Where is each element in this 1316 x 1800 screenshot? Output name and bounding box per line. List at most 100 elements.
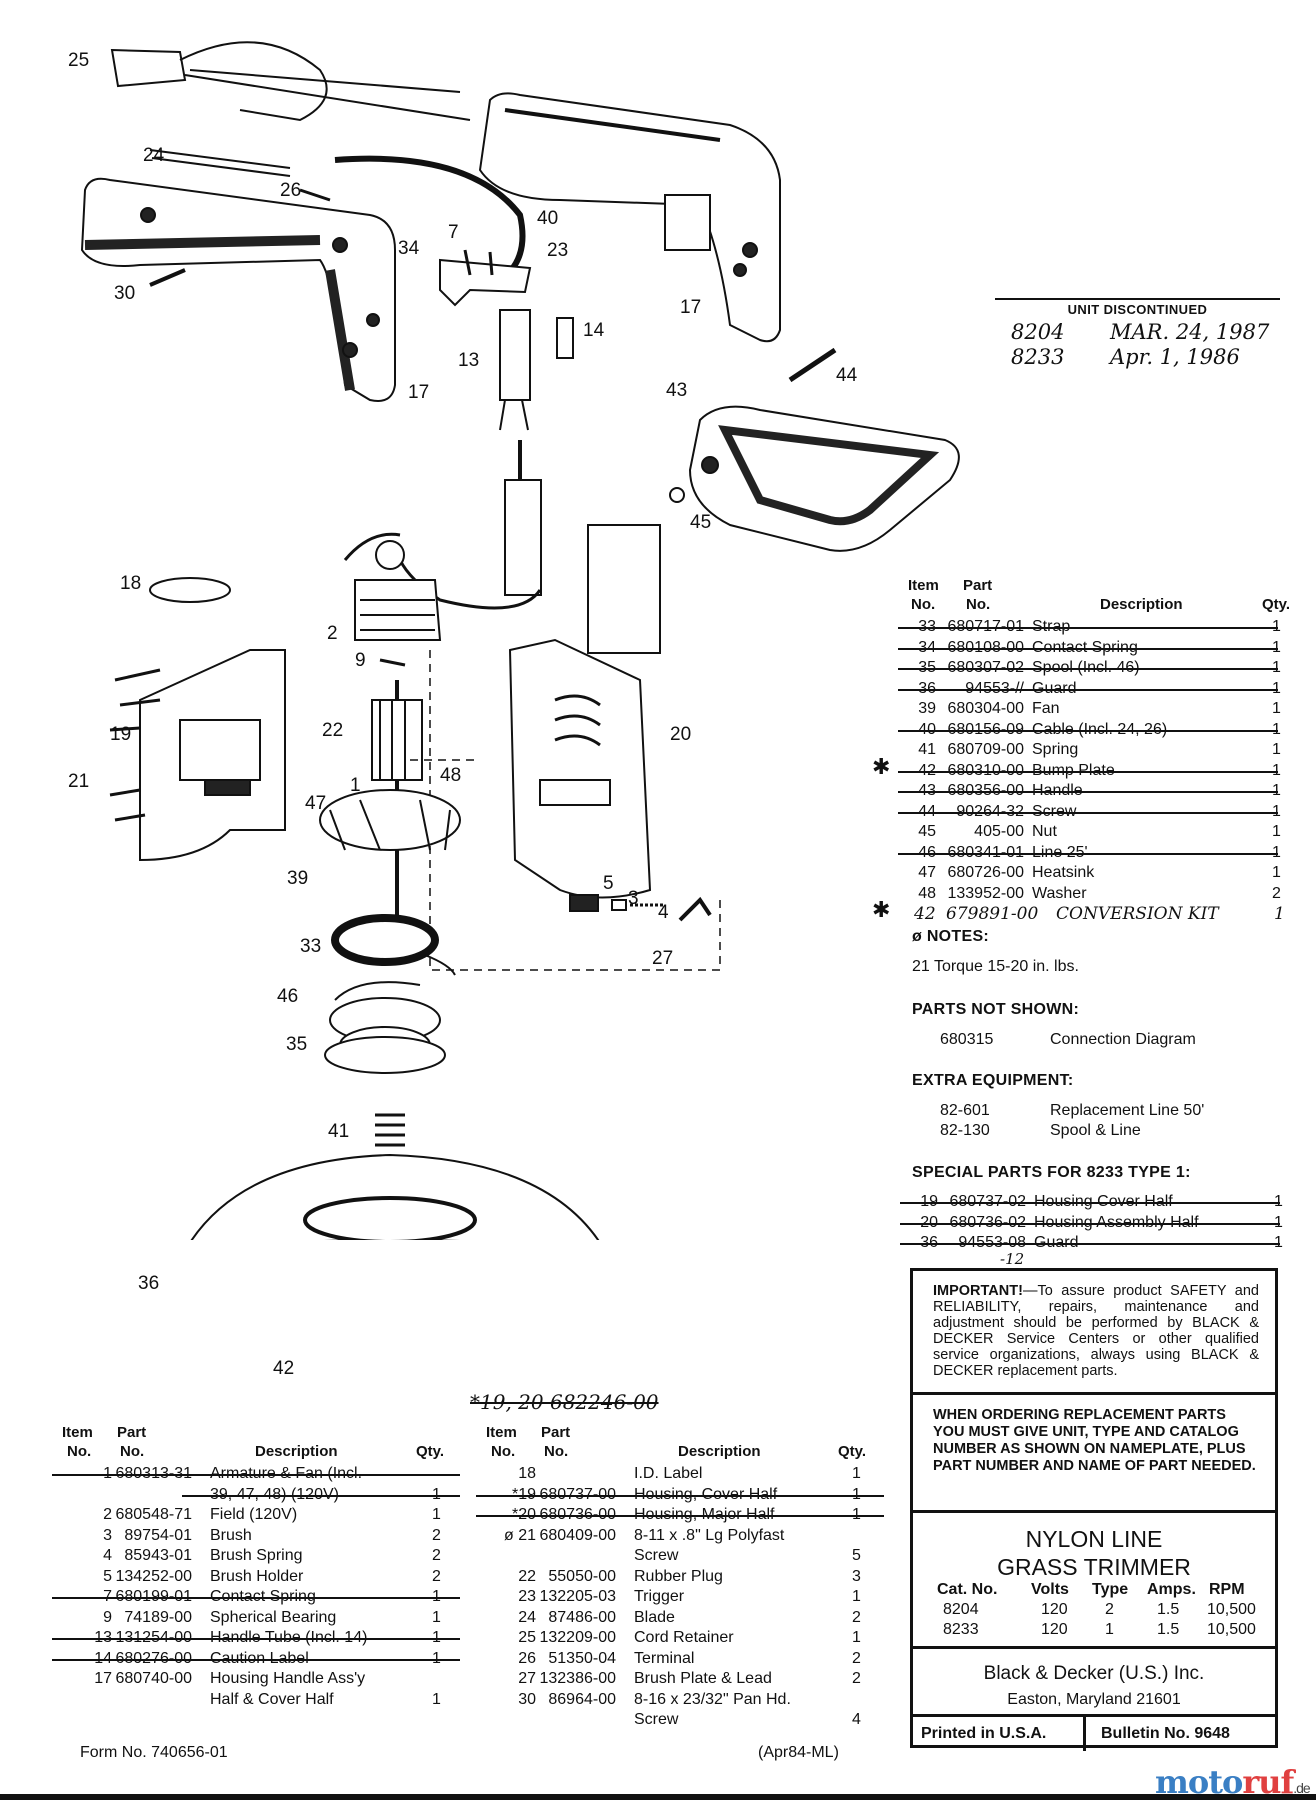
header-description: Description — [678, 1443, 761, 1460]
armature-part — [371, 680, 423, 920]
row-part: 90264-32 — [956, 802, 1024, 820]
row-item: 23 — [518, 1588, 536, 1605]
row-item: 9 — [103, 1608, 112, 1626]
row-qty: 1 — [852, 1506, 861, 1523]
header-qty: Qty. — [838, 1443, 867, 1460]
row-desc: Bump Plate — [1032, 761, 1115, 779]
row-qty: 2 — [852, 1670, 861, 1687]
important-notice: IMPORTANT!—To assure product SAFETY and … — [913, 1271, 1275, 1395]
parts-not-shown-desc: Connection Diagram — [1050, 1031, 1196, 1048]
row-desc: Rubber Plug — [634, 1567, 723, 1585]
mid-handwritten-header: *19, 20 682246-00 — [470, 1390, 659, 1414]
important-lead: IMPORTANT! — [933, 1283, 1023, 1299]
spec-cell: 120 — [1041, 1601, 1068, 1618]
bottom-bar — [0, 1794, 1316, 1800]
row-desc: Fan — [1032, 700, 1060, 717]
spec-header-amps: Amps. — [1147, 1581, 1196, 1598]
row-item: 42 — [918, 761, 936, 779]
row-part: 405-00 — [974, 823, 1024, 840]
header-item: Item — [62, 1424, 93, 1441]
row-part: 55050-00 — [548, 1567, 616, 1585]
callout-33: 33 — [300, 936, 322, 957]
header-item: Item — [908, 577, 939, 594]
row-qty: 1 — [1272, 638, 1281, 656]
spool-part — [324, 981, 446, 1074]
header-part: Part — [963, 577, 993, 594]
row-qty: 1 — [432, 1588, 441, 1605]
spec-header-volts: Volts — [1031, 1581, 1069, 1598]
row-desc: Cord Retainer — [634, 1629, 734, 1646]
row-qty: 1 — [852, 1485, 861, 1503]
spec-cell: 8204 — [943, 1601, 979, 1618]
header-part: Part — [117, 1424, 147, 1441]
row-item: 20 — [920, 1213, 938, 1231]
row-desc: Armature & Fan (Incl. — [210, 1465, 363, 1482]
callout-24: 24 — [143, 145, 165, 166]
row-desc: Contact Spring — [210, 1588, 316, 1605]
row-part: 680199-01 — [115, 1588, 192, 1605]
callout-47: 47 — [305, 793, 327, 814]
callout-20: 20 — [670, 724, 692, 745]
header-no: No. — [67, 1443, 92, 1460]
row-item: *19 — [511, 1485, 536, 1503]
date-code: (Apr84-ML) — [758, 1744, 839, 1761]
product-section: NYLON LINE GRASS TRIMMER Cat. No. Volts … — [913, 1513, 1275, 1649]
row-desc: Washer — [1032, 884, 1087, 902]
row-part: 132205-03 — [539, 1588, 616, 1605]
row-item: 3 — [103, 1526, 112, 1544]
row-desc: Nut — [1032, 823, 1057, 840]
brush-assembly-part — [569, 894, 712, 922]
row-item: 18 — [518, 1465, 536, 1482]
handle-tube-part — [398, 309, 542, 610]
row-part: 680341-01 — [947, 843, 1024, 861]
row-part: 51350-04 — [548, 1649, 616, 1667]
row-desc: Contact Spring — [1032, 638, 1138, 656]
row-part: 87486-00 — [548, 1608, 616, 1626]
row-part: 680313-31 — [115, 1465, 192, 1482]
row-qty: 1 — [432, 1649, 441, 1667]
row-part: 86964-00 — [548, 1690, 616, 1708]
row-qty: 2 — [432, 1547, 441, 1564]
callout-40: 40 — [537, 208, 559, 229]
row-item: 13 — [94, 1629, 112, 1646]
row-desc: Spool (Incl. 46) — [1032, 659, 1140, 676]
row-desc: Trigger — [634, 1588, 685, 1605]
row-item: 22 — [518, 1567, 536, 1585]
header-qty: Qty. — [1262, 596, 1291, 613]
callout-45: 45 — [690, 512, 712, 533]
spec-header-type: Type — [1092, 1581, 1129, 1598]
spec-cell: 1 — [1105, 1621, 1114, 1638]
row-desc: CONVERSION KIT — [1056, 904, 1219, 924]
row-qty: 3 — [852, 1567, 861, 1585]
row-part: 94553-// — [965, 679, 1024, 697]
row-item: 43 — [918, 782, 936, 799]
row-part: 680304-00 — [947, 700, 1024, 717]
spec-header-rpm: RPM — [1209, 1581, 1245, 1598]
fan-part — [319, 789, 461, 851]
row-part: 680737-00 — [539, 1485, 616, 1503]
row-desc: Housing, Major Half — [634, 1506, 775, 1523]
row-qty: 1 — [432, 1690, 441, 1708]
header-qty: Qty. — [416, 1443, 445, 1460]
header-part-no: No. — [966, 596, 991, 613]
row-desc: Field (120V) — [210, 1506, 298, 1523]
callout-1: 1 — [350, 775, 361, 796]
callout-9: 9 — [355, 650, 366, 671]
row-desc: Housing Assembly Half — [1034, 1213, 1199, 1231]
row-qty: 1 — [1274, 904, 1285, 924]
company-section: Black & Decker (U.S.) Inc. Easton, Maryl… — [913, 1649, 1275, 1717]
